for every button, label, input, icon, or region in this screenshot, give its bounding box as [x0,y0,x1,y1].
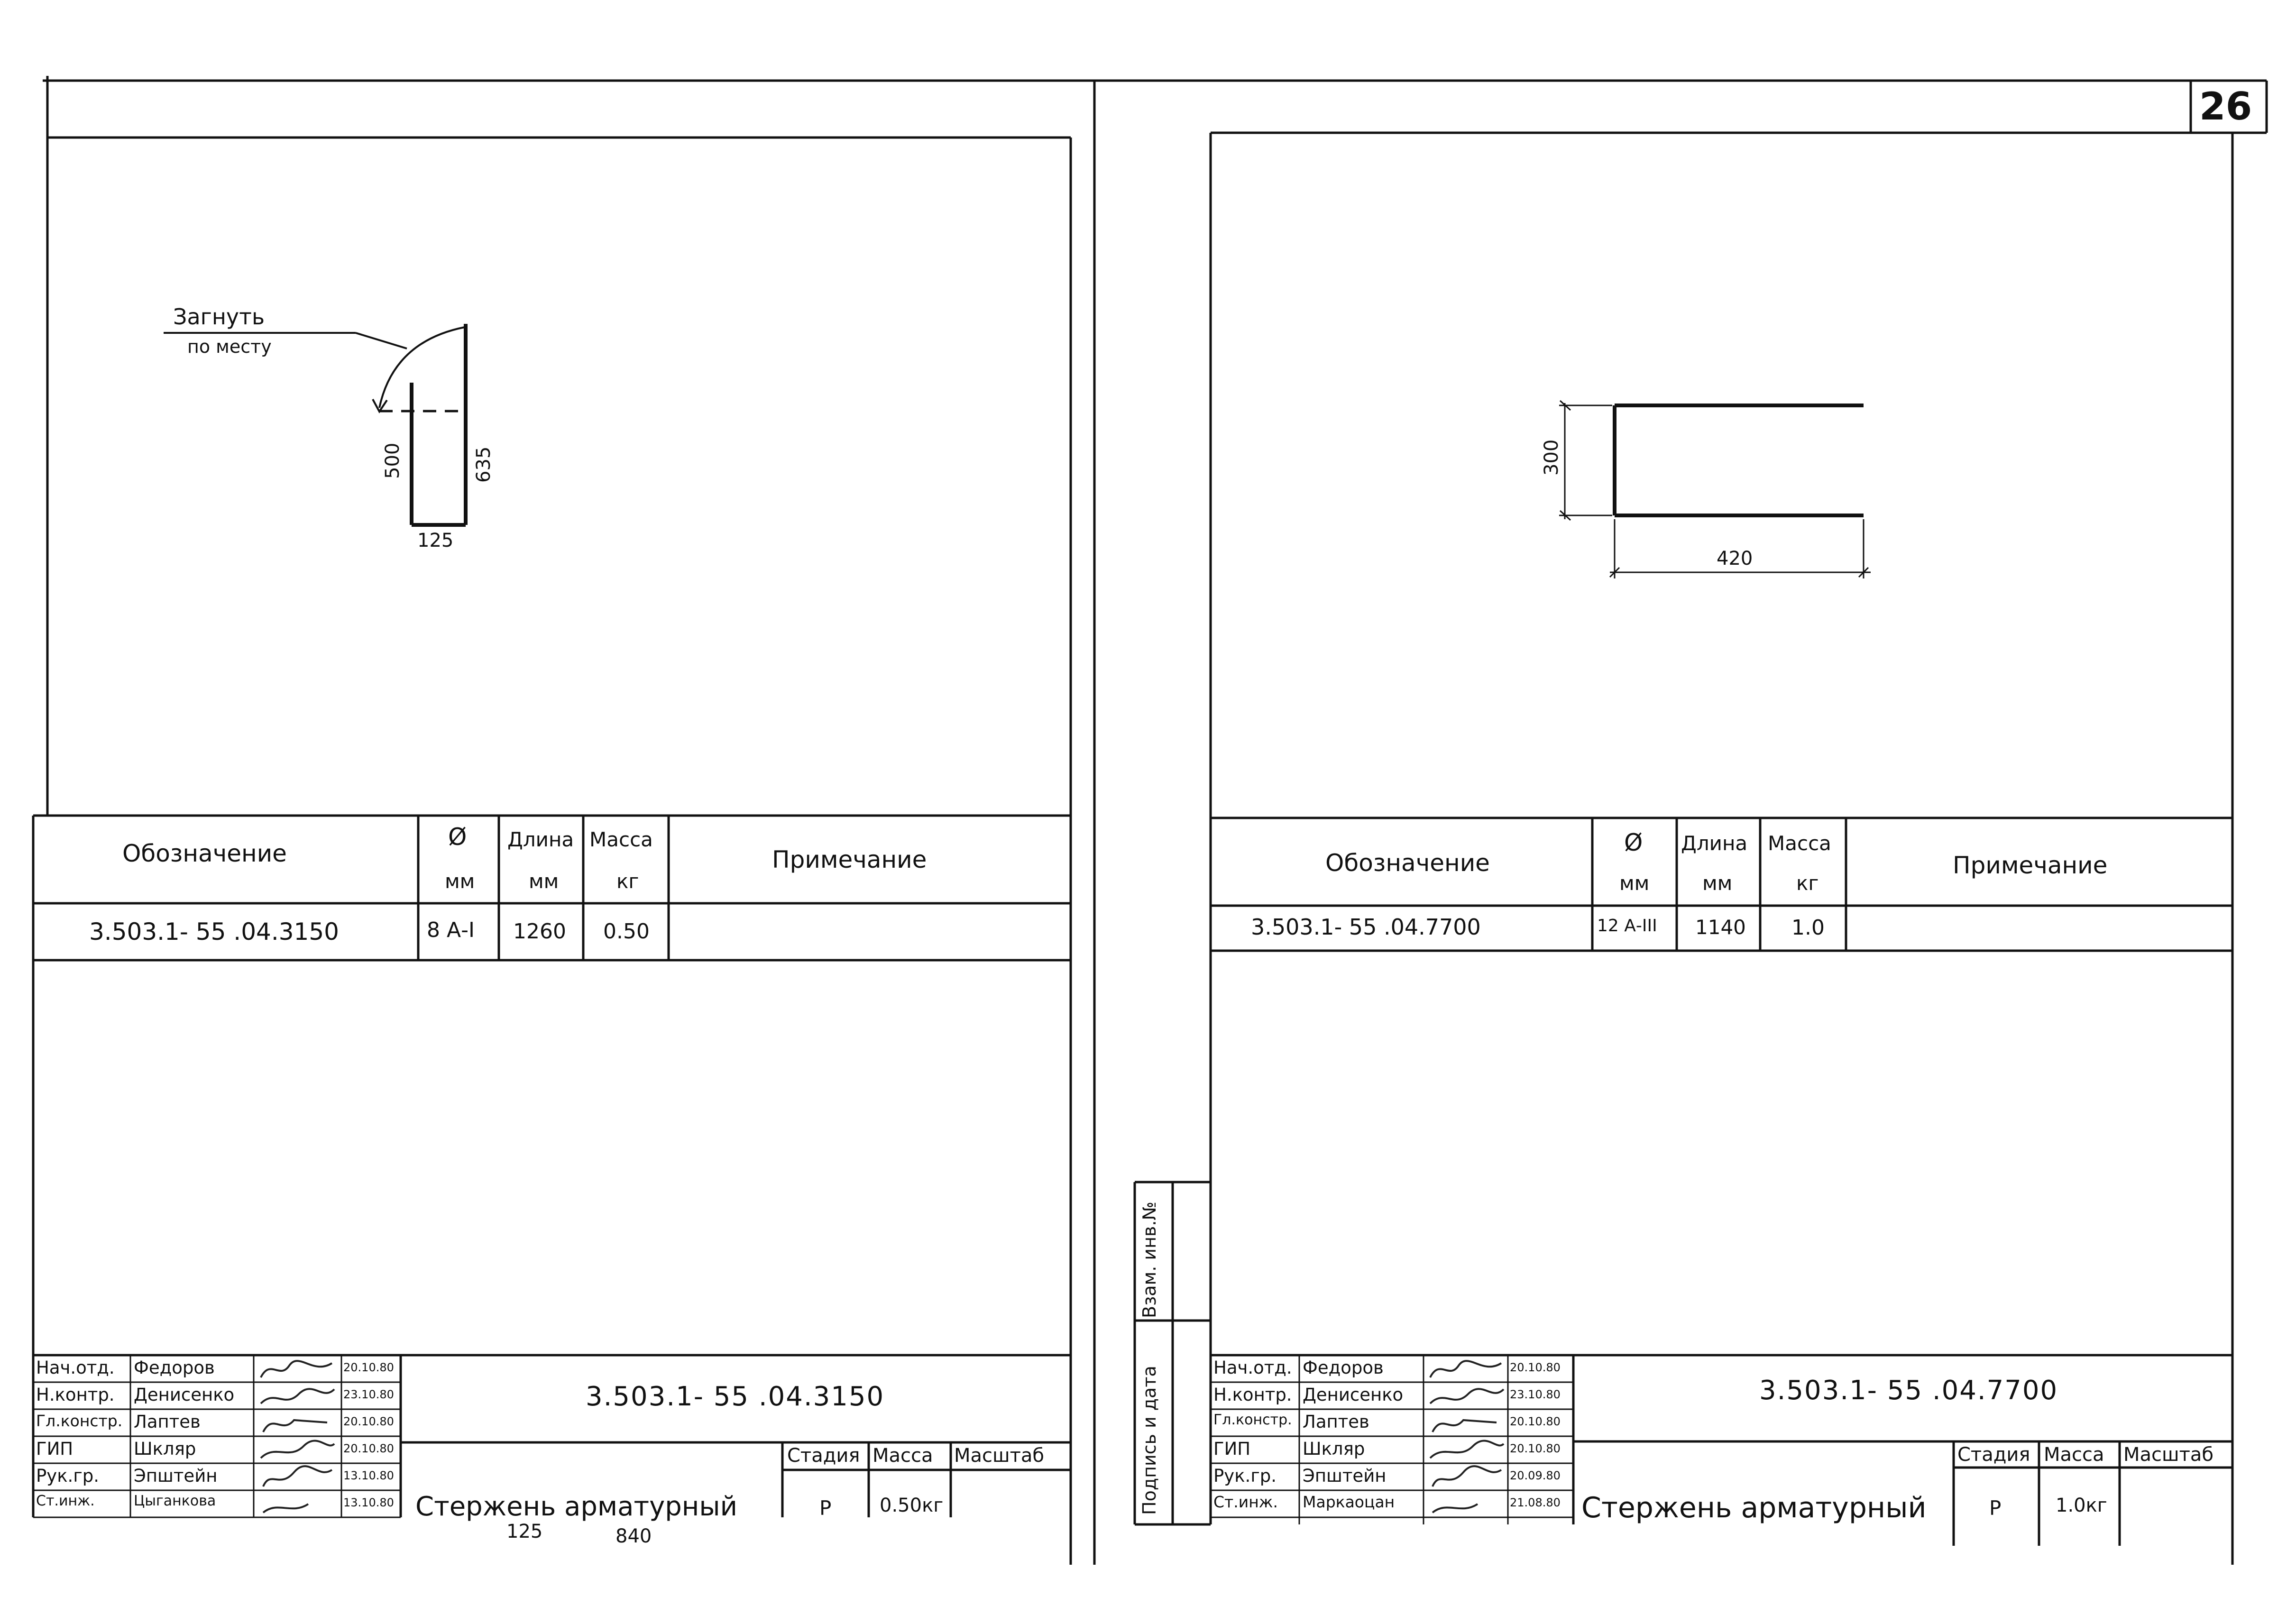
header-mass-unit: кг [616,870,639,893]
tb-role: Рук.гр. [36,1466,100,1486]
tb-role: ГИП [1213,1439,1251,1459]
header-diameter-unit: мм [445,870,475,893]
tb-role: Нач.отд. [36,1358,115,1378]
scale-label: Масштаб [2123,1444,2214,1466]
tb-name: Эпштейн [1303,1466,1387,1486]
stage-label: Стадия [787,1445,860,1467]
dim-500: 500 [382,442,404,479]
extra-number-1: 125 [506,1521,543,1542]
stage-value: Р [819,1496,832,1520]
tb-role: Нач.отд. [1213,1358,1292,1378]
tb-role: Ст.инж. [1213,1493,1278,1511]
header-note: Примечание [1953,852,2108,879]
part-name: Стержень арматурный [1581,1491,1927,1524]
tb-role: Гл.констр. [1213,1412,1292,1428]
row-designation: 3.503.1- 55 .04.3150 [89,918,339,945]
tb-role: Н.контр. [1213,1385,1292,1405]
tb-date: 20.09.80 [1510,1469,1561,1482]
header-designation: Обозначение [122,840,287,867]
row-length: 1260 [513,919,566,944]
tb-date: 20.10.80 [1510,1415,1561,1428]
row-length: 1140 [1695,916,1746,939]
dim-300: 300 [1541,439,1562,476]
document-code: 3.503.1- 55 .04.3150 [586,1381,885,1412]
row-mass: 1.0 [1791,916,1825,940]
header-length-unit: мм [1702,872,1733,895]
row-diameter: 8 А-I [427,918,475,942]
tb-date: 20.10.80 [343,1415,394,1428]
mass-label: Масса [872,1445,933,1467]
tb-name: Лаптев [134,1412,201,1432]
sheet-number: 26 [2199,84,2252,128]
header-diameter: Ø [1624,829,1643,856]
part-name: Стержень арматурный [415,1491,737,1522]
bend-note-line2: по месту [187,336,272,357]
tb-name: Денисенко [1303,1385,1404,1405]
header-designation: Обозначение [1325,849,1490,877]
header-diameter: Ø [448,823,467,851]
bend-note-line1: Загнуть [173,304,265,330]
tb-date: 20.10.80 [1510,1361,1561,1374]
signature-marks [1429,1360,1505,1514]
tb-date: 13.10.80 [343,1469,394,1482]
tb-name: Маркаоцан [1303,1493,1395,1511]
tb-name: Федоров [134,1358,215,1378]
mass-label: Масса [2044,1444,2104,1466]
header-length-unit: мм [529,870,559,893]
header-length: Длина [1681,832,1748,855]
tb-role: Н.контр. [36,1385,115,1405]
header-mass: Масса [1768,832,1831,855]
stage-label: Стадия [1957,1444,2030,1466]
tb-date: 23.10.80 [343,1388,394,1401]
tb-name: Цыганкова [134,1493,216,1509]
dim-635: 635 [473,446,495,483]
tb-name: Шкляр [1303,1439,1365,1459]
tb-name: Лаптев [1303,1412,1369,1432]
dim-420: 420 [1717,548,1753,569]
tb-name: Эпштейн [134,1466,218,1486]
tb-name: Федоров [1303,1358,1384,1378]
tb-role: Ст.инж. [36,1493,95,1509]
stage-value: Р [1989,1496,2002,1520]
tb-date: 21.08.80 [1510,1496,1561,1509]
tb-date: 20.10.80 [343,1361,394,1374]
header-note: Примечание [772,846,927,873]
row-designation: 3.503.1- 55 .04.7700 [1251,914,1481,940]
tb-date: 20.10.80 [1510,1442,1561,1455]
signature-date-label: Подпись и дата [1139,1366,1160,1515]
tb-date: 20.10.80 [343,1442,394,1455]
row-mass: 0.50 [603,919,650,944]
tb-role: Рук.гр. [1213,1466,1277,1486]
header-diameter-unit: мм [1619,872,1650,895]
header-length: Длина [507,828,574,851]
tb-date: 13.10.80 [343,1496,394,1509]
dim-125: 125 [417,530,454,551]
row-diameter: 12 А-III [1597,916,1657,936]
tb-role: ГИП [36,1439,73,1459]
header-mass: Масса [589,828,653,851]
mass-value: 1.0кг [2056,1495,2107,1516]
scale-label: Масштаб [954,1445,1045,1467]
signature-marks [260,1360,335,1514]
tb-role: Гл.констр. [36,1412,123,1430]
tb-name: Денисенко [134,1385,235,1405]
tb-name: Шкляр [134,1439,196,1459]
extra-number-2: 840 [615,1525,652,1547]
tb-date: 23.10.80 [1510,1388,1561,1401]
mass-value: 0.50кг [880,1495,944,1516]
header-mass-unit: кг [1796,872,1819,895]
document-code: 3.503.1- 55 .04.7700 [1759,1375,2058,1406]
replace-inventory-label: Взам. инв.№ [1139,1202,1160,1318]
